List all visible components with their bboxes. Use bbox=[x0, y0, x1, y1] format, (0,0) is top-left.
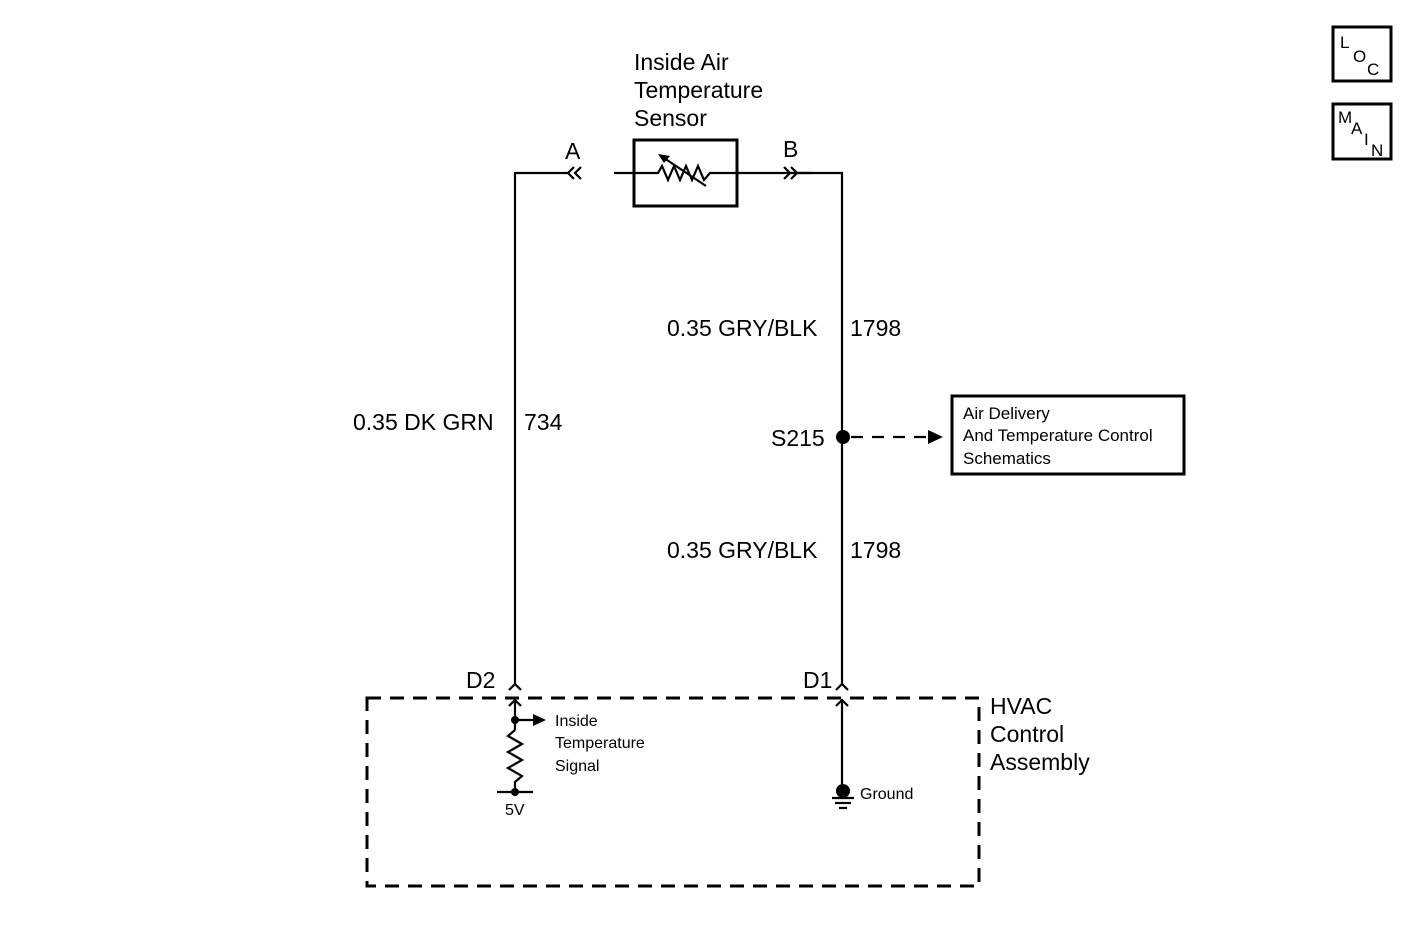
main-letter-4: N bbox=[1371, 141, 1383, 160]
signal-label-line-3: Signal bbox=[555, 758, 599, 775]
loc-button[interactable]: L O C bbox=[1331, 25, 1393, 83]
sensor-title-line-1: Inside Air bbox=[634, 49, 729, 75]
signal-label-line-2: Temperature bbox=[555, 735, 645, 752]
main-letter-3: I bbox=[1364, 130, 1369, 149]
loc-letter-2: O bbox=[1353, 47, 1366, 66]
left-wire-circuit: 734 bbox=[524, 409, 563, 435]
reference-line-1: Air Delivery bbox=[963, 404, 1050, 423]
thermistor-resistor-icon bbox=[614, 163, 812, 183]
signal-arrow-icon bbox=[533, 714, 546, 726]
sensor-title-line-2: Temperature bbox=[634, 77, 763, 103]
pin-b-label: B bbox=[783, 136, 798, 162]
connector-d1-label: D1 bbox=[803, 667, 832, 693]
sensor-body bbox=[614, 138, 812, 208]
variable-arrow-icon bbox=[663, 157, 707, 187]
reference-line-2: And Temperature Control bbox=[963, 426, 1153, 445]
ground-label: Ground bbox=[860, 786, 913, 803]
ground-symbol-icon bbox=[832, 796, 854, 810]
loc-letter-1: L bbox=[1340, 33, 1349, 52]
left-wire-label: 0.35 DK GRN bbox=[353, 409, 494, 435]
splice-dot-icon bbox=[836, 430, 850, 444]
main-button[interactable]: M A I N bbox=[1331, 102, 1393, 161]
supply-label: 5V bbox=[505, 802, 525, 819]
pin-a-connector-icon bbox=[566, 166, 582, 180]
right-lower-wire-circuit: 1798 bbox=[850, 537, 901, 563]
ground-node-icon bbox=[836, 784, 850, 798]
hvac-module-boundary bbox=[365, 696, 981, 888]
right-lower-wire-label: 0.35 GRY/BLK bbox=[667, 537, 818, 563]
supply-node-icon bbox=[511, 788, 519, 796]
reference-arrow-icon bbox=[928, 430, 943, 444]
loc-letter-3: C bbox=[1367, 60, 1379, 79]
connector-d2-label: D2 bbox=[466, 667, 495, 693]
hvac-title-line-1: HVAC bbox=[990, 693, 1052, 719]
variable-arrowhead-icon bbox=[658, 154, 670, 163]
main-letter-1: M bbox=[1338, 108, 1352, 127]
signal-label-line-1: Inside bbox=[555, 713, 598, 730]
main-letter-2: A bbox=[1351, 119, 1363, 138]
reference-line-3: Schematics bbox=[963, 449, 1051, 468]
sensor-title-line-3: Sensor bbox=[634, 105, 707, 131]
hvac-title-line-3: Assembly bbox=[990, 749, 1090, 775]
wire-dk-grn-734 bbox=[513, 171, 568, 684]
pullup-resistor-icon bbox=[505, 729, 525, 792]
sensor-title: Inside Air Temperature Sensor bbox=[634, 49, 763, 131]
right-upper-wire-circuit: 1798 bbox=[850, 315, 901, 341]
pin-a-label: A bbox=[565, 138, 581, 164]
reference-schematic-link[interactable]: Air Delivery And Temperature Control Sch… bbox=[950, 394, 1186, 476]
splice-label: S215 bbox=[771, 425, 825, 451]
wire-gry-blk-1798 bbox=[797, 171, 844, 684]
right-upper-wire-label: 0.35 GRY/BLK bbox=[667, 315, 818, 341]
hvac-title-line-2: Control bbox=[990, 721, 1064, 747]
